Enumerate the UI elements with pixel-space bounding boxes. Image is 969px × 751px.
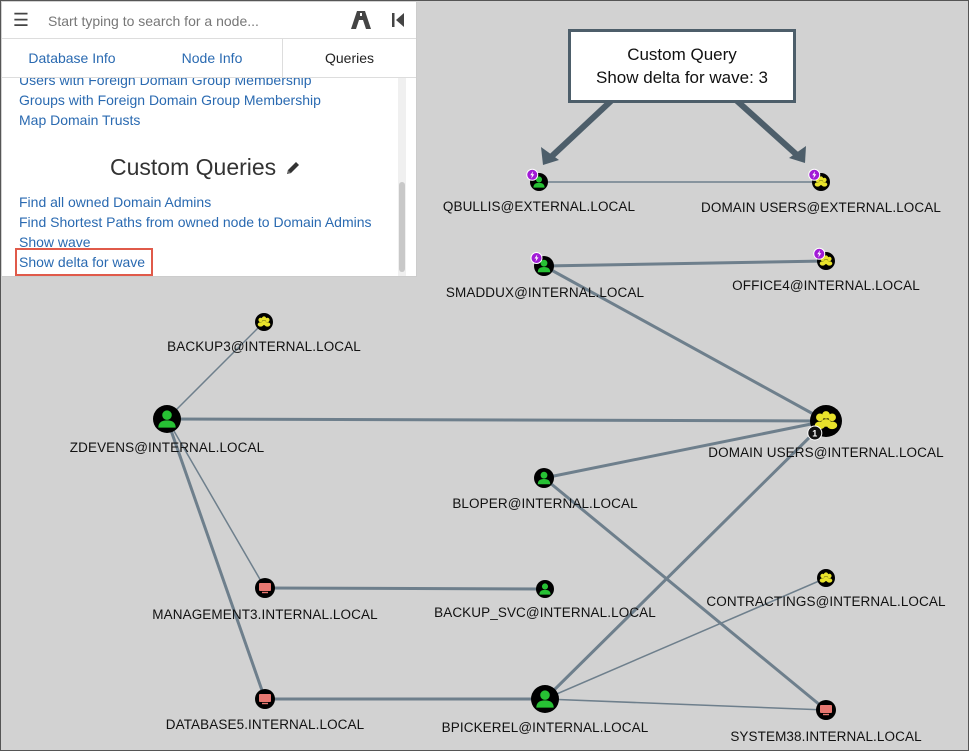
node-label-contractings: CONTRACTINGS@INTERNAL.LOCAL [706,594,946,609]
user-icon [539,583,551,595]
query-map-domain-trusts[interactable]: Map Domain Trusts [19,112,141,128]
node-office4[interactable] [813,247,835,270]
node-label-zdevens: ZDEVENS@INTERNAL.LOCAL [69,440,265,455]
node-label-office4: OFFICE4@INTERNAL.LOCAL [732,278,920,293]
group-icon [814,411,838,430]
user-icon [158,410,176,428]
pathfinding-icon[interactable] [348,9,374,31]
callout-arrows [541,97,806,165]
group-icon [819,255,833,266]
node-backup_svc[interactable] [536,580,554,598]
node-database5[interactable] [255,689,275,709]
node-label-smaddux: SMADDUX@INTERNAL.LOCAL [445,285,645,300]
edge-bloper-system38[interactable] [543,476,827,712]
edge-smaddux-office4[interactable] [543,259,827,268]
query-show-wave[interactable]: Show wave [19,234,91,250]
callout-arrowhead-right [789,146,806,163]
search-bar: ☰ [2,2,416,39]
owned-badge-icon [813,247,826,260]
node-domusers_ext[interactable] [808,168,830,191]
query-groups-foreign-group[interactable]: Groups with Foreign Domain Group Members… [19,92,321,108]
edge-smaddux-domusers_int[interactable] [543,264,827,423]
node-label-management3: MANAGEMENT3.INTERNAL.LOCAL [152,607,378,622]
owned-badge-icon [808,168,821,181]
callout-title: Custom Query [627,45,737,64]
menu-icon[interactable]: ☰ [12,10,30,30]
tab-bar: Database Info Node Info Queries [2,39,416,78]
custom-query-callout: Custom Query Show delta for wave: 3 [568,29,796,103]
query-shortest-paths-owned[interactable]: Find Shortest Paths from owned node to D… [19,214,372,230]
queries-scrollbar[interactable] [398,78,406,276]
back-icon[interactable] [388,9,408,31]
user-icon [537,259,551,273]
computer-icon [259,694,271,705]
edge-zdevens-management3[interactable] [166,418,266,589]
edges-layer [165,181,828,712]
node-label-qbullis: QBULLIS@EXTERNAL.LOCAL [442,199,636,214]
pencil-icon[interactable] [285,160,301,176]
search-panel: ☰ Database Info Node Info Queries Users … [2,2,417,277]
query-users-foreign-group[interactable]: Users with Foreign Domain Group Membersh… [19,78,312,88]
owned-badge-icon [530,252,543,264]
tab-database-info[interactable]: Database Info [28,50,116,66]
search-input[interactable] [46,8,330,34]
node-label-domusers_int: DOMAIN USERS@INTERNAL.LOCAL [708,445,944,460]
computer-icon [259,583,271,594]
nodes-layer[interactable]: 1 [153,168,842,720]
queries-list: Users with Foreign Domain Group Membersh… [2,78,398,276]
node-label-bloper: BLOPER@INTERNAL.LOCAL [452,496,638,511]
node-domusers_int[interactable]: 1 [807,405,842,441]
node-label-domusers_ext: DOMAIN USERS@EXTERNAL.LOCAL [701,200,941,215]
node-management3[interactable] [255,578,275,598]
node-smaddux[interactable] [530,252,554,277]
scrollbar-thumb[interactable] [399,182,405,272]
query-show-delta-for-wave[interactable]: Show delta for wave [19,254,146,270]
edge-bpickerel-system38[interactable] [544,698,827,711]
node-system38[interactable] [816,700,836,720]
callout-arrow-left [548,97,615,160]
group-icon [257,316,271,327]
callout-subtitle: Show delta for wave: 3 [596,68,768,87]
user-icon [536,690,554,708]
node-label-backup3: BACKUP3@INTERNAL.LOCAL [167,339,361,354]
node-zdevens[interactable] [153,405,181,433]
custom-queries-heading: Custom Queries [110,154,277,180]
node-contractings[interactable] [817,569,835,587]
group-icon [819,572,833,583]
query-find-owned-domain-admins[interactable]: Find all owned Domain Admins [19,194,212,210]
edge-zdevens-database5[interactable] [165,418,267,700]
user-icon [537,471,551,485]
count-badge-value: 1 [812,429,817,439]
count-badge: 1 [807,425,823,441]
user-icon [533,176,545,188]
node-label-bpickerel: BPICKEREL@INTERNAL.LOCAL [441,720,649,735]
edge-zdevens-domusers_int[interactable] [166,417,827,423]
node-bloper[interactable] [534,468,554,488]
node-qbullis[interactable] [526,168,548,191]
owned-badge-icon [526,168,539,181]
edge-bpickerel-contractings[interactable] [544,577,827,700]
node-label-system38: SYSTEM38.INTERNAL.LOCAL [730,729,922,744]
edge-bloper-domusers_int[interactable] [543,419,827,480]
node-label-backup_svc: BACKUP_SVC@INTERNAL.LOCAL [434,605,656,620]
node-backup3[interactable] [255,313,273,331]
edge-management3-backup_svc[interactable] [264,586,546,591]
callout-arrow-right [733,97,800,158]
highlight-box [15,248,153,276]
node-label-database5: DATABASE5.INTERNAL.LOCAL [165,717,365,732]
tab-queries[interactable]: Queries [282,39,416,77]
callout-arrowhead-left [541,147,559,165]
edge-zdevens-backup3[interactable] [166,321,265,420]
computer-icon [820,705,832,716]
tab-node-info[interactable]: Node Info [181,50,243,66]
node-bpickerel[interactable] [531,685,559,713]
edge-bpickerel-domusers_int[interactable] [543,419,828,701]
